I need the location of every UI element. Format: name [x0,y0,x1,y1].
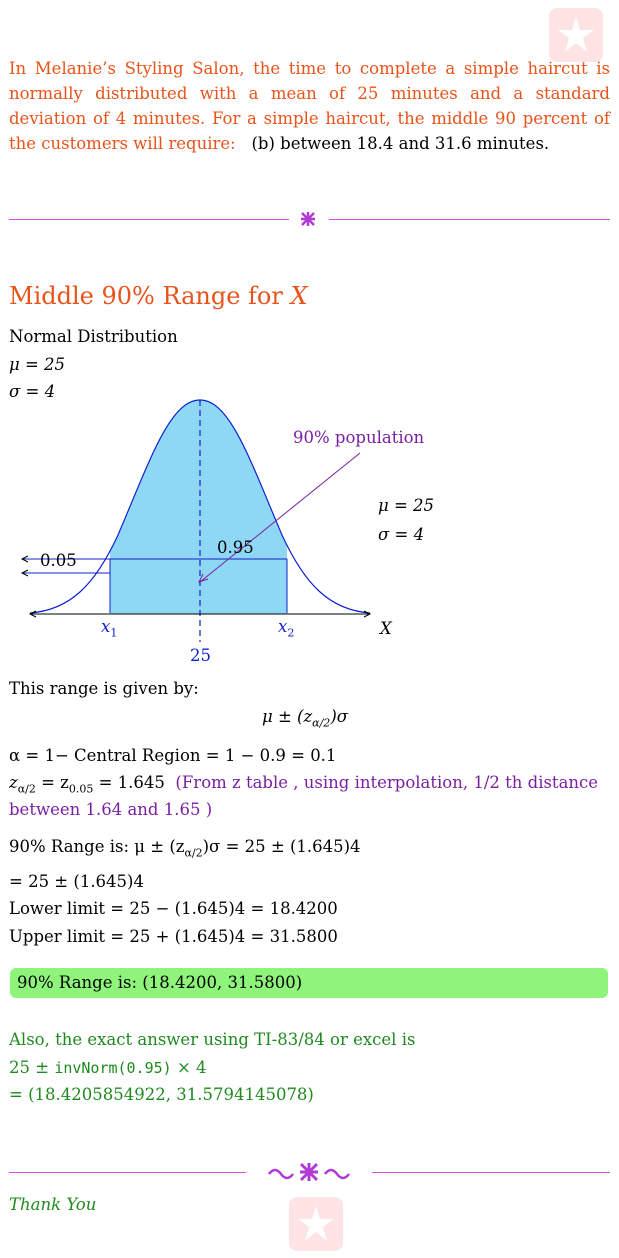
watermark-bottom [289,1197,343,1251]
range-formula: μ ± (zα/2)σ [262,707,349,730]
section-heading: Middle 90% Range for X [9,282,308,310]
lower-limit-line: Lower limit = 25 − (1.645)4 = 18.4200 [9,899,338,918]
star-logo-icon [558,17,594,52]
heading-text: Middle 90% Range for [9,282,291,310]
thank-you: Thank You [9,1195,97,1214]
result-highlight-text: 90% Range is: (18.4200, 31.5800) [17,973,303,992]
divider-ornament-icon [300,211,316,227]
population-label: 90% population [293,428,425,447]
star-logo-icon [298,1206,334,1241]
watermark-top [549,8,603,62]
shaded-area [110,400,287,614]
population-pointer [199,452,361,583]
divider-left [9,219,289,220]
x2-label: x2 [278,617,295,640]
sigma-line: σ = 4 [9,382,56,401]
z-line: zα/2 = z0.05 = 1.645 (From z table , usi… [9,773,599,796]
x1-label: x1 [101,617,118,640]
heading-variable: X [290,282,308,310]
exact-intro: Also, the exact answer using TI-83/84 or… [9,1030,416,1049]
alpha-line: α = 1− Central Region = 1 − 0.9 = 0.1 [9,746,337,765]
problem-text: In Melanie’s Styling Salon, the time to … [9,59,610,153]
equation-line: = 25 ± (1.645)4 [9,872,144,891]
exact-result: = (18.4205854922, 31.5794145078) [9,1085,314,1104]
upper-limit-line: Upper limit = 25 + (1.645)4 = 31.5800 [9,927,338,946]
range-intro: This range is given by: [9,679,199,698]
normal-curve-figure [20,399,372,642]
problem-statement: In Melanie’s Styling Salon, the time to … [9,56,610,156]
tail-label: 0.05 [40,551,77,570]
problem-answer: (b) between 18.4 and 31.6 minutes. [251,134,550,153]
z-note: (From z table , using interpolation, 1/2… [175,773,599,792]
center-label: 25 [190,646,211,665]
range-line: 90% Range is: μ ± (zα/2)σ = 25 ± (1.645)… [9,837,361,860]
figure-mu-label: μ = 25 [378,496,435,515]
divider-right [329,219,610,220]
closing-ornament-icon [265,1162,353,1182]
figure-sigma-label: σ = 4 [378,525,425,544]
distribution-name: Normal Distribution [9,327,178,346]
z-note-continued: between 1.64 and 1.65 ) [9,800,213,819]
closing-divider-right [372,1172,610,1173]
mu-line: μ = 25 [9,355,66,374]
result-highlight-box [10,968,608,998]
axis-label: X [380,619,392,638]
area-label: 0.95 [217,538,254,557]
exact-expression: 25 ± invNorm(0.95) × 4 [9,1058,207,1077]
closing-divider-left [9,1172,246,1173]
